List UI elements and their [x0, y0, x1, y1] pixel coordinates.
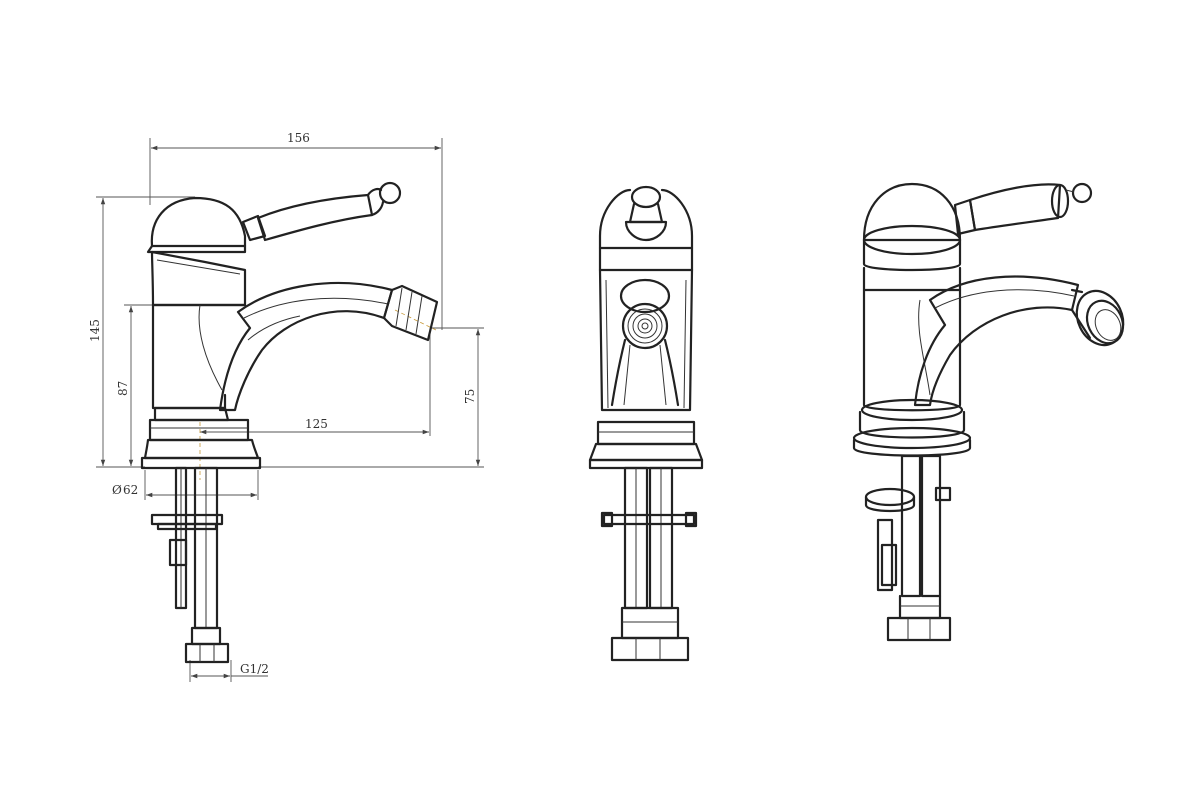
faucet-side — [140, 181, 439, 664]
diameter-symbol: Ø — [112, 483, 122, 497]
dim-label-125: 125 — [305, 417, 328, 431]
dim-label-75: 75 — [463, 389, 477, 404]
dimension-lines — [96, 138, 484, 682]
dim-label-thread: G1/2 — [240, 662, 269, 676]
dim-label-156: 156 — [287, 131, 310, 145]
dim-label-145: 145 — [88, 319, 102, 342]
perspective-view — [852, 182, 1125, 642]
dim-label-87: 87 — [116, 381, 130, 396]
dim-label-62: 62 — [123, 483, 138, 497]
side-view: 156 145 87 75 125 Ø 62 G1/2 — [88, 131, 484, 682]
front-view — [588, 185, 704, 662]
